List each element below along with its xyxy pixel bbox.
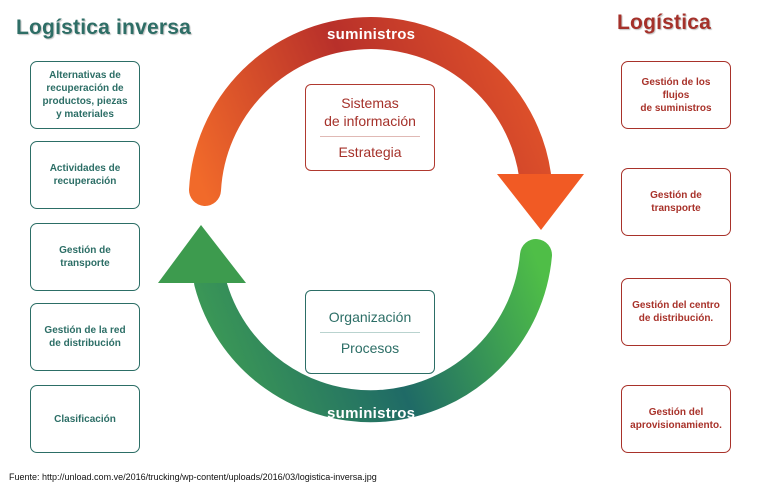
box-line: de distribución xyxy=(49,338,121,349)
left-box-transport: Gestión de transporte xyxy=(30,223,140,291)
left-box-distribution-network: Gestión de la red de distribución xyxy=(30,303,140,371)
top-arc-label: suministros xyxy=(327,26,416,43)
box-line: Alternativas de xyxy=(49,70,121,81)
center-line: Procesos xyxy=(340,339,400,356)
left-box-recovery-alternatives: Alternativas de recuperación de producto… xyxy=(30,61,140,129)
box-line: Clasificación xyxy=(54,413,116,425)
bottom-arrow-head xyxy=(158,225,246,283)
right-box-distribution-center: Gestión del centro de distribución. xyxy=(621,278,731,346)
right-box-transport: Gestión de transporte xyxy=(621,168,731,236)
box-line: Gestión del centro xyxy=(632,300,720,311)
center-box-information-strategy: Sistemas de información Estrategia xyxy=(305,84,435,171)
divider xyxy=(320,136,420,137)
box-line: recuperación xyxy=(53,176,117,187)
left-box-classification: Clasificación xyxy=(30,385,140,453)
center-line: Sistemas xyxy=(341,95,399,111)
box-line: Gestión de la red xyxy=(44,325,126,336)
left-box-recovery-activities: Actividades de recuperación xyxy=(30,141,140,209)
box-line: Gestión de transporte xyxy=(650,190,702,214)
center-line: Organización xyxy=(328,308,412,325)
top-arrow-head xyxy=(497,174,584,230)
box-line: recuperación de xyxy=(46,83,124,94)
box-line: productos, piezas xyxy=(42,96,128,107)
top-supply-arc xyxy=(189,17,551,206)
center-line: de información xyxy=(324,113,416,129)
source-caption: Fuente: http://unload.com.ve/2016/trucki… xyxy=(9,472,377,482)
bottom-supply-arc xyxy=(194,239,552,423)
right-box-supply-flows: Gestión de los flujos de suministros xyxy=(621,61,731,129)
center-box-organization-processes: Organización Procesos xyxy=(305,290,435,374)
box-line: Gestión del xyxy=(648,407,704,418)
box-line: transporte xyxy=(60,258,110,269)
logistics-title: Logística xyxy=(617,11,711,34)
box-line: y materiales xyxy=(56,109,114,120)
box-line: Gestión de xyxy=(59,245,111,256)
center-line: Estrategia xyxy=(338,144,402,160)
box-line: aprovisionamiento. xyxy=(630,420,722,431)
box-line: de distribución. xyxy=(638,313,714,324)
reverse-logistics-title: Logística inversa xyxy=(16,16,191,39)
right-box-procurement: Gestión del aprovisionamiento. xyxy=(621,385,731,453)
bottom-arc-label: suministros xyxy=(327,405,416,422)
box-line: de suministros xyxy=(640,102,712,114)
box-line: Gestión de los flujos xyxy=(641,76,711,101)
box-line: Actividades de xyxy=(49,163,121,174)
divider xyxy=(320,331,420,333)
